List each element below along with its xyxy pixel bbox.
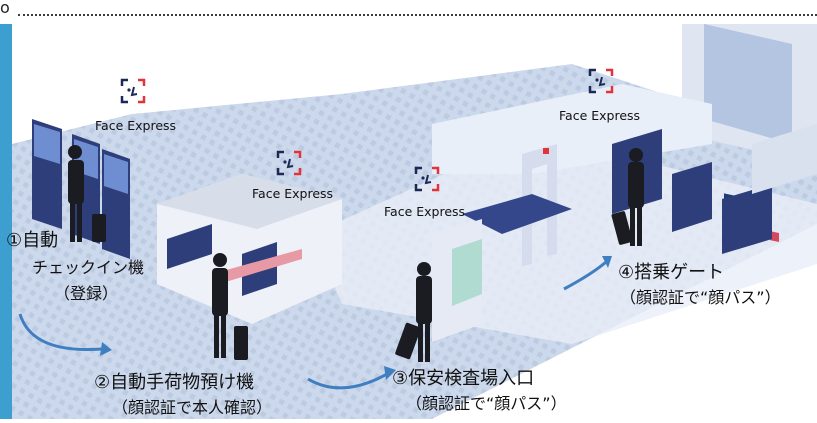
security-scanner	[432, 144, 572, 342]
face-express-brand-text: Face Express	[95, 118, 177, 133]
step3-title: ③保安検査場入口	[392, 368, 535, 389]
step4-title: ④搭乗ゲート	[618, 262, 725, 283]
bullet-marker: o	[0, 0, 10, 17]
boarding-gates	[612, 124, 817, 254]
step3-note: （顔認証で“顔パス”）	[406, 394, 567, 413]
gate-wall: N4	[682, 14, 817, 243]
step2-note: （顔認証で本人確認）	[112, 398, 273, 417]
step1-title: ①自動	[6, 230, 59, 251]
face-express-logo-icon	[276, 150, 302, 176]
step1-note: （登録）	[54, 284, 119, 303]
accent-sidebar	[0, 24, 12, 419]
face-express-logo-icon	[588, 68, 614, 94]
arrow-3	[563, 260, 607, 291]
airport-illustration: N4	[6, 14, 817, 419]
dotted-divider	[18, 14, 817, 16]
arrow-1	[18, 313, 103, 352]
flow-arrows	[18, 260, 607, 390]
step4-note: （顔認証で“顔パス”）	[620, 288, 781, 307]
airport-scene-graphic: N4	[12, 14, 817, 419]
step2-title: ②自動手荷物預け機	[94, 372, 255, 393]
face-express-brand-text: Face Express	[559, 108, 641, 123]
step1-subtitle: チェックイン機	[32, 258, 145, 277]
baggage-drop-machine	[157, 174, 342, 324]
passengers	[68, 145, 644, 362]
arrow-2	[307, 372, 388, 390]
face-express-brand-text: Face Express	[252, 186, 334, 201]
arrow-heads	[100, 256, 612, 380]
face-express-logo-icon	[120, 78, 146, 104]
face-express-brand-text: Face Express	[384, 204, 466, 219]
face-express-logo-icon	[414, 166, 440, 192]
